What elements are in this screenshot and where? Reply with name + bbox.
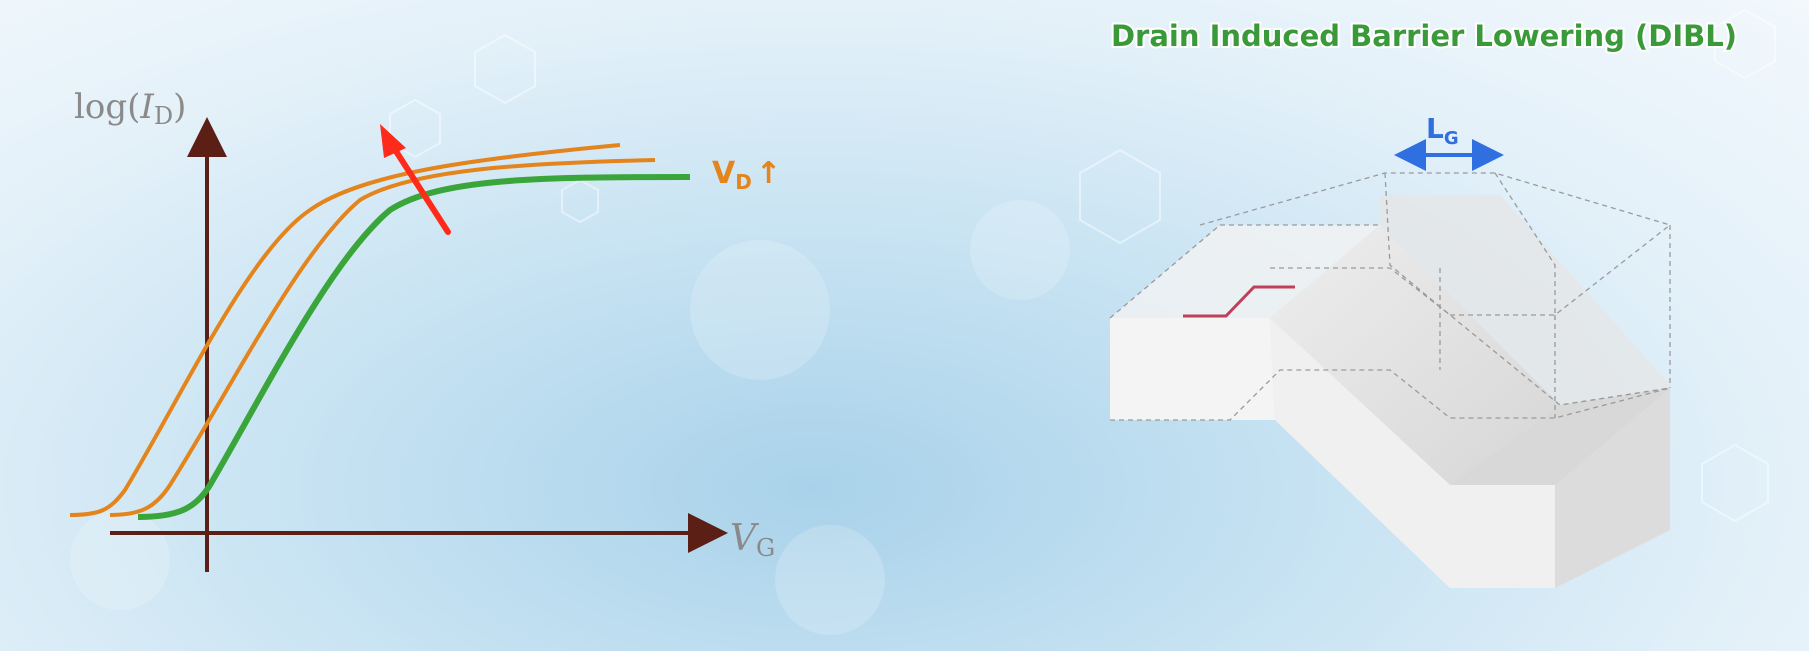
gate-outline (1109, 172, 1671, 421)
curve-green-low-vd (137, 174, 691, 520)
device-left-front (1110, 318, 1275, 420)
diagram-title: Drain Induced Barrier Lowering (DIBL) (1111, 19, 1737, 53)
barrier-profile (1183, 285, 1295, 318)
lg-label: LG (1426, 112, 1459, 149)
background-bubbles (70, 200, 1070, 635)
device-right-top (1450, 388, 1670, 485)
device-illustration: LG (1109, 112, 1671, 588)
curve-orange-mid-vd (109, 158, 656, 517)
y-axis-label: log(ID) (74, 87, 186, 130)
id-vg-plot: log(ID) VG VD↑ (69, 87, 781, 572)
device-slope (1270, 225, 1560, 485)
curve-orange-high-vd (69, 143, 621, 517)
x-axis-label: VG (730, 518, 775, 562)
vd-increase-label: VD↑ (712, 156, 781, 194)
background-hexagons (389, 8, 1776, 523)
device-left-top (1110, 225, 1380, 318)
red-annotation-arrow-icon (380, 124, 451, 235)
device-slope-underside (1270, 318, 1555, 588)
device-right-front (1555, 388, 1670, 588)
